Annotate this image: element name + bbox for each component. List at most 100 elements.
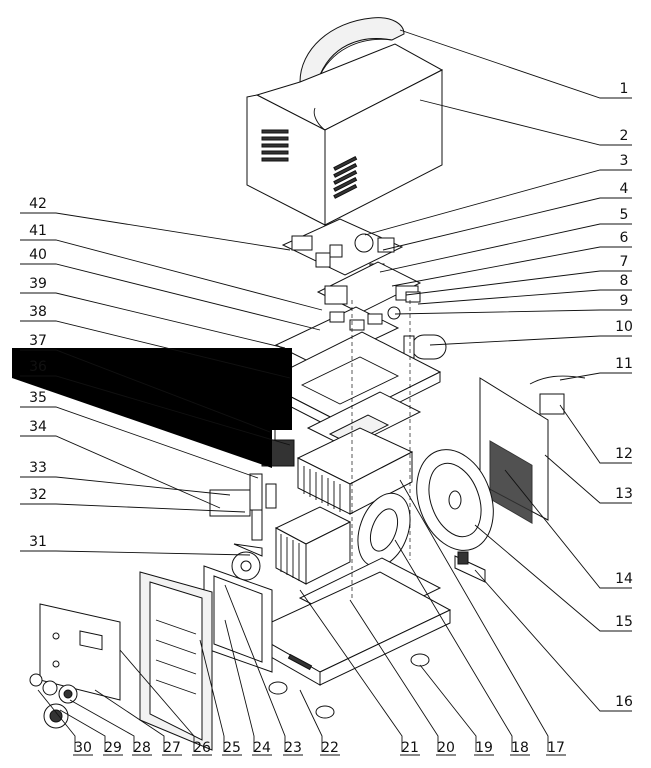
callout-23: 23 (224, 584, 303, 756)
callout-3: 3 (364, 153, 632, 236)
part-clamp (454, 551, 486, 583)
callout-19: 19 (419, 664, 494, 756)
callout-label: 23 (284, 740, 302, 756)
callout-label: 5 (620, 207, 629, 223)
assembly-guide-lines (351, 300, 411, 598)
part-top-cover (246, 43, 444, 226)
callout-label: 12 (615, 446, 633, 462)
callout-40: 40 (20, 247, 321, 331)
callout-29: 29 (59, 709, 123, 756)
callout-label: 16 (615, 694, 633, 710)
part-heatsink-upper (296, 427, 414, 515)
part-control-plate (39, 603, 121, 701)
part-knobs (29, 673, 78, 729)
callout-label: 11 (615, 356, 633, 372)
part-upper-pcb (281, 218, 404, 276)
callout-27: 27 (94, 689, 182, 756)
vent-slots-right (333, 155, 358, 199)
part-small-fan (231, 543, 263, 581)
callouts: 1234567891011121314151617181920212223242… (20, 29, 633, 756)
callout-label: 14 (615, 571, 633, 587)
part-handle (299, 17, 405, 83)
callout-24: 24 (224, 619, 272, 756)
callout-36: 36 (20, 359, 291, 446)
callout-30: 30 (37, 689, 93, 756)
callout-28: 28 (69, 699, 152, 756)
callout-22: 22 (299, 689, 340, 756)
callout-label: 32 (29, 487, 47, 503)
callout-label: 8 (620, 273, 629, 289)
black-band (12, 348, 292, 468)
callout-label: 3 (620, 153, 629, 169)
callout-label: 39 (29, 276, 47, 292)
callout-label: 38 (29, 304, 47, 320)
callout-39: 39 (20, 276, 286, 349)
callout-label: 27 (163, 740, 181, 756)
callout-26: 26 (119, 649, 212, 756)
callout-label: 1 (620, 81, 629, 97)
callout-label: 30 (74, 740, 92, 756)
callout-label: 26 (193, 740, 211, 756)
callout-label: 34 (29, 419, 47, 435)
callout-label: 2 (620, 128, 629, 144)
callout-label: 33 (29, 460, 47, 476)
callout-34: 34 (20, 419, 221, 509)
part-capacitor (403, 334, 447, 360)
part-feet (268, 653, 430, 719)
callout-label: 36 (29, 359, 47, 375)
callout-label: 40 (29, 247, 47, 263)
callout-12: 12 (559, 404, 633, 464)
callout-label: 18 (511, 740, 529, 756)
callout-label: 22 (321, 740, 339, 756)
callout-label: 7 (620, 254, 629, 270)
callout-label: 35 (29, 390, 47, 406)
callout-label: 28 (133, 740, 151, 756)
callout-10: 10 (429, 319, 633, 346)
callout-13: 13 (544, 454, 633, 504)
callout-2: 2 (419, 99, 632, 146)
callout-1: 1 (399, 29, 632, 99)
callout-37: 37 (20, 333, 271, 433)
callout-label: 31 (29, 534, 47, 550)
callout-4: 4 (382, 181, 632, 251)
callout-label: 10 (615, 319, 633, 335)
callout-9: 9 (394, 293, 632, 315)
callout-11: 11 (559, 356, 633, 381)
callout-label: 24 (253, 740, 271, 756)
part-front-frame (203, 565, 273, 673)
callout-32: 32 (20, 487, 246, 513)
parts-drawing (29, 17, 586, 751)
callout-5: 5 (379, 207, 632, 273)
callout-33: 33 (20, 460, 231, 496)
part-heatsink-lower (274, 506, 352, 585)
callout-label: 17 (547, 740, 565, 756)
callout-15: 15 (474, 524, 633, 632)
callout-16: 16 (474, 569, 633, 712)
part-lower-pcb (274, 306, 401, 367)
part-main-fan (416, 449, 494, 551)
callout-18: 18 (394, 539, 530, 756)
callout-label: 6 (620, 230, 629, 246)
callout-17: 17 (399, 479, 566, 756)
part-middle-pcb (316, 261, 422, 314)
callout-label: 25 (223, 740, 241, 756)
callout-7: 7 (405, 254, 632, 296)
callout-25: 25 (199, 639, 242, 756)
callout-label: 29 (104, 740, 122, 756)
callout-label: 4 (620, 181, 629, 197)
callout-31: 31 (20, 534, 251, 556)
callout-label: 37 (29, 333, 47, 349)
part-front-panel (139, 571, 213, 751)
callout-label: 21 (401, 740, 419, 756)
callout-38: 38 (20, 304, 291, 379)
callout-35: 35 (20, 390, 259, 479)
callout-label: 15 (615, 614, 633, 630)
callout-label: 20 (437, 740, 455, 756)
vent-slots-left (261, 129, 289, 162)
callout-6: 6 (391, 230, 632, 287)
callout-label: 42 (29, 196, 47, 212)
callout-label: 13 (615, 486, 633, 502)
callout-41: 41 (20, 223, 323, 311)
callout-21: 21 (299, 589, 420, 756)
